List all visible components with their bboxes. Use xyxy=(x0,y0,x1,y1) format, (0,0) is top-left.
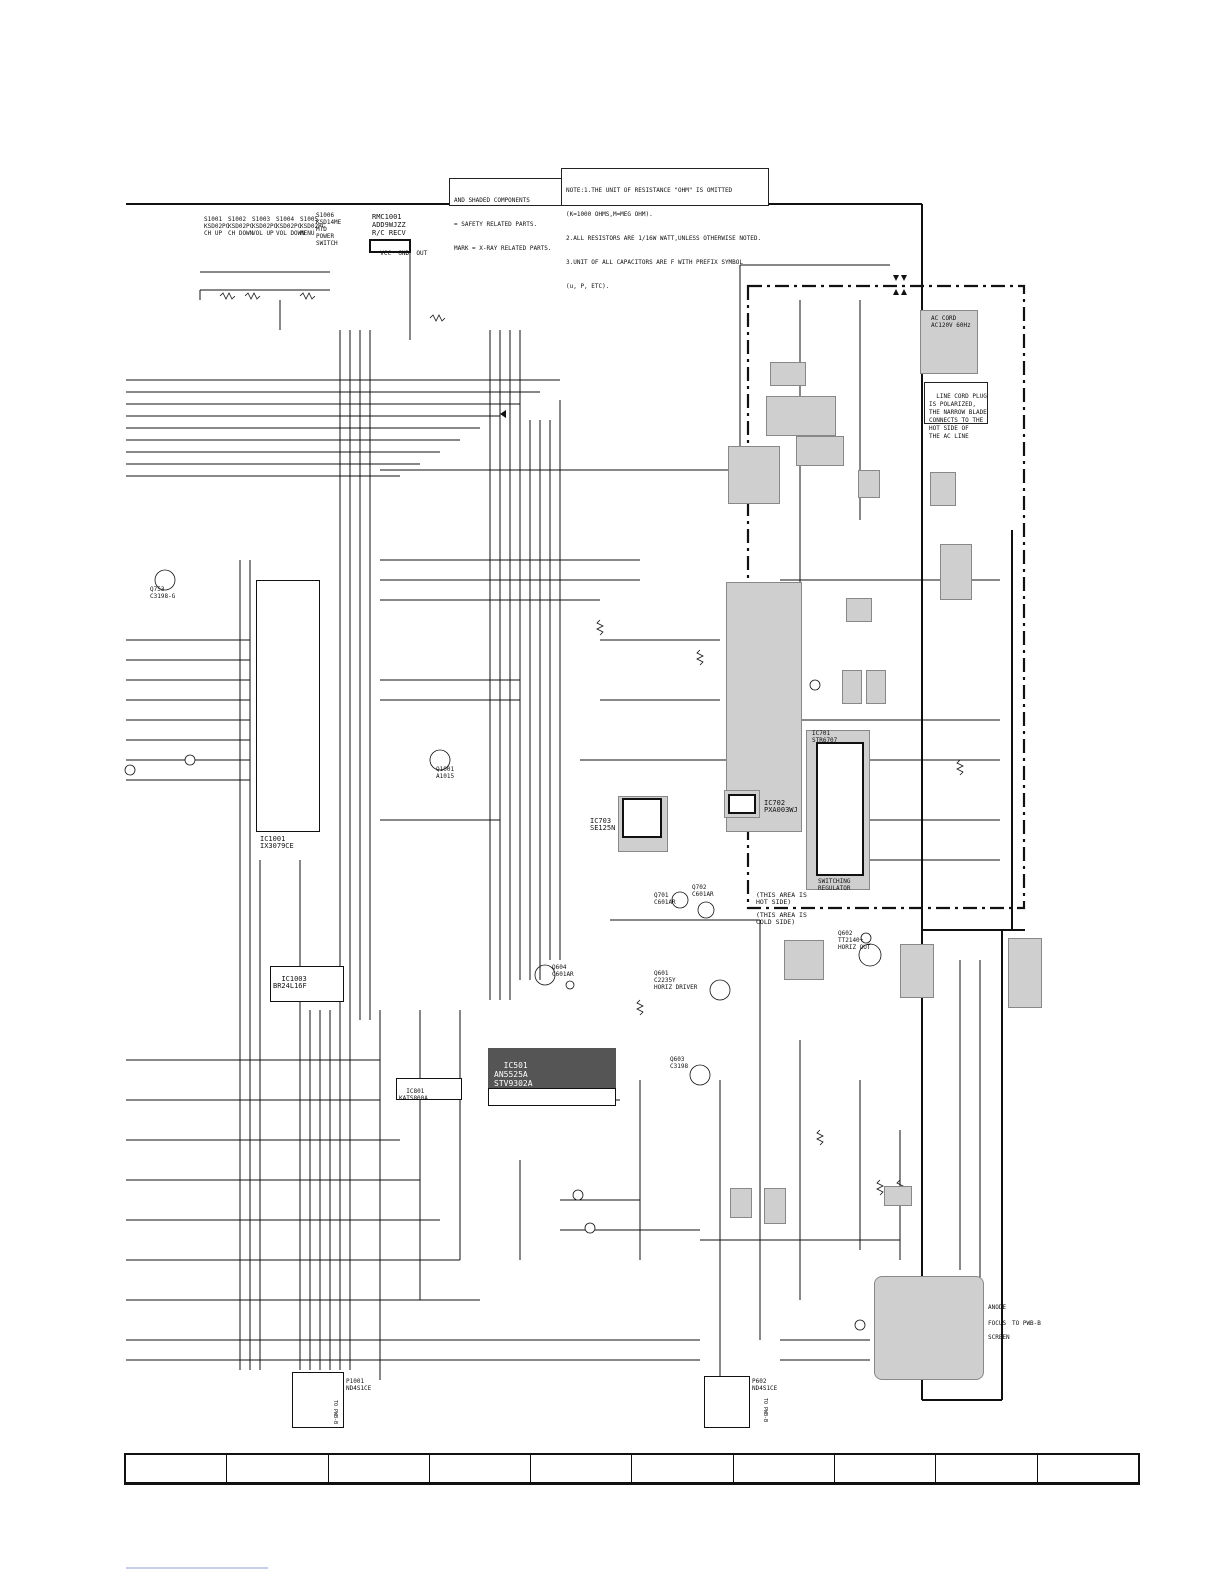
q702-label: Q702 C601AR xyxy=(692,884,714,898)
ic701-switching-regulator xyxy=(816,742,864,876)
rmc-receiver-module: VCC GND OUT xyxy=(369,239,427,257)
ic801-audio: IC801 KATS800A xyxy=(396,1078,462,1102)
q753-label: Q753 C3198-G xyxy=(150,586,176,600)
safety-block-r706 xyxy=(866,670,886,704)
q603-label: Q603 C3198 xyxy=(670,1056,689,1070)
connector-p1001 xyxy=(292,1372,344,1428)
connector-p602 xyxy=(704,1376,750,1428)
sheet-grid-table xyxy=(124,1453,1140,1485)
safety-block-p401 xyxy=(1008,938,1042,1008)
to-pwb-label: TO PWB-B xyxy=(1012,1320,1041,1327)
rmc-pins: VCC GND OUT xyxy=(380,250,428,257)
ic701-label: IC701 STR6707 xyxy=(812,730,838,744)
ic501-vertical-output: IC501 AN5525A STV9302A VERT OUT xyxy=(488,1048,616,1097)
safety-block-fuse xyxy=(770,362,806,386)
grid-cell xyxy=(227,1455,329,1482)
grid-cell xyxy=(126,1455,228,1482)
rmc-ref: RMC1001 xyxy=(372,213,402,221)
connector-p1001-label: P1001 ND4S1CE xyxy=(346,1378,372,1392)
safety-block-t602 xyxy=(784,940,824,980)
ic702-label: IC702 PXA003WJ xyxy=(764,799,798,814)
note-line-1b: (K=1000 OHMS,M=MEG OHM). xyxy=(566,211,653,218)
grid-cell xyxy=(632,1455,734,1482)
q701-label: Q701 C601AR xyxy=(654,892,676,906)
ic703-label: IC703 SE125N xyxy=(590,817,616,832)
ic1001-label: IC1001 IX3079CE xyxy=(260,835,294,850)
ic1001-microcontroller xyxy=(256,580,320,832)
ac-cord-label: AC CORD AC120V 60Hz xyxy=(931,315,971,329)
q604-label: Q604 C601AR xyxy=(552,964,574,978)
ic1003-label: IC1003 BR24L16F xyxy=(273,975,307,990)
safety-block-fbt xyxy=(884,1186,912,1206)
q1001-label: Q1001 A1015 xyxy=(436,766,455,780)
ic501-pins-row xyxy=(488,1088,616,1106)
switch-label-s1002: S1002 KSD02PC CH DOWN xyxy=(228,216,254,237)
ac-cord-block: AC CORD AC120V 60Hz xyxy=(920,310,978,374)
ic1003-eeprom: IC1003 BR24L16F xyxy=(270,966,344,1002)
note-line-3b: (u, P, ETC). xyxy=(566,283,610,290)
safety-block-r611 xyxy=(764,1188,786,1224)
note-line-1: NOTE:1.THE UNIT OF RESISTANCE "OHM" IS O… xyxy=(566,187,733,194)
grid-cell xyxy=(835,1455,937,1482)
ic703-shunt xyxy=(622,798,662,838)
note-line-2: 2.ALL RESISTORS ARE 1/16W WATT,UNLESS OT… xyxy=(566,235,762,242)
switch-label-s1001: S1001 KSD02PC CH UP xyxy=(204,216,230,237)
safety-block-c701 xyxy=(766,396,836,436)
safety-note-box: AND SHADED COMPONENTS = SAFETY RELATED P… xyxy=(449,178,563,252)
safety-note-line2: = SAFETY RELATED PARTS. xyxy=(454,221,538,228)
note-line-3: 3.UNIT OF ALL CAPACITORS ARE F WITH PREF… xyxy=(566,259,744,266)
grid-cell xyxy=(734,1455,836,1482)
safety-block-fbt-coil xyxy=(874,1276,984,1380)
switch-label-s1003: S1003 KSD02PC VOL UP xyxy=(252,216,278,237)
grid-cell xyxy=(430,1455,532,1482)
connector-p602-to: TO PWB-B xyxy=(762,1398,768,1423)
grid-cell xyxy=(531,1455,633,1482)
screen-label: SCREEN xyxy=(988,1334,1010,1341)
safety-block-vr-anode xyxy=(900,944,934,998)
q601-label: Q601 C2235Y HORIZ DRIVER xyxy=(654,970,698,991)
general-note-box: NOTE:1.THE UNIT OF RESISTANCE "OHM" IS O… xyxy=(561,168,769,290)
switch-label-s1004: S1004 KSD02PC VOL DOWN xyxy=(276,216,305,237)
safety-note-line3: MARK = X-RAY RELATED PARTS. xyxy=(454,245,552,252)
anode-label: ANODE xyxy=(988,1304,1007,1311)
rmc-part: ADD9WJZZ xyxy=(372,221,406,229)
ic701-sub-label: SWITCHING REGULATOR xyxy=(818,878,851,892)
safety-block-posistor xyxy=(858,470,880,498)
line-cord-plug-text: LINE CORD PLUG IS POLARIZED, THE NARROW … xyxy=(929,393,987,440)
safety-block-r612 xyxy=(730,1188,752,1218)
grid-cell xyxy=(1038,1455,1138,1482)
connector-p1001-to: TO PWB-B xyxy=(332,1400,338,1425)
switch-label-s1006: S1006 KSD14ME MTD POWER SWITCH xyxy=(316,212,342,247)
focus-label: FOCUS xyxy=(988,1320,1007,1327)
q602-label: Q602 TT2140+ HORIZ OUT xyxy=(838,930,871,951)
connector-p602-label: P602 ND4S1CE xyxy=(752,1378,778,1392)
safety-block-l701 xyxy=(796,436,844,466)
hot-side-label: (THIS AREA IS HOT SIDE) xyxy=(756,891,807,906)
ic702-photocoupler xyxy=(728,794,756,814)
cold-side-label: (THIS AREA IS COLD SIDE) xyxy=(756,911,807,926)
switch-label-s1005: S1005 KSD02PC MENU xyxy=(300,216,326,237)
safety-block-r731 xyxy=(846,598,872,622)
safety-note-line1: AND SHADED COMPONENTS xyxy=(454,197,530,204)
ic801-label: IC801 KATS800A xyxy=(399,1088,428,1102)
safety-block-d701-bridge xyxy=(728,446,780,504)
line-cord-plug-note: LINE CORD PLUG IS POLARIZED, THE NARROW … xyxy=(924,382,988,440)
safety-block-degauss xyxy=(930,472,956,506)
rmc-desc: R/C RECV xyxy=(372,229,406,237)
grid-cell xyxy=(329,1455,430,1482)
safety-block-d751 xyxy=(940,544,972,600)
safety-block-r705 xyxy=(842,670,862,704)
grid-cell xyxy=(936,1455,1038,1482)
